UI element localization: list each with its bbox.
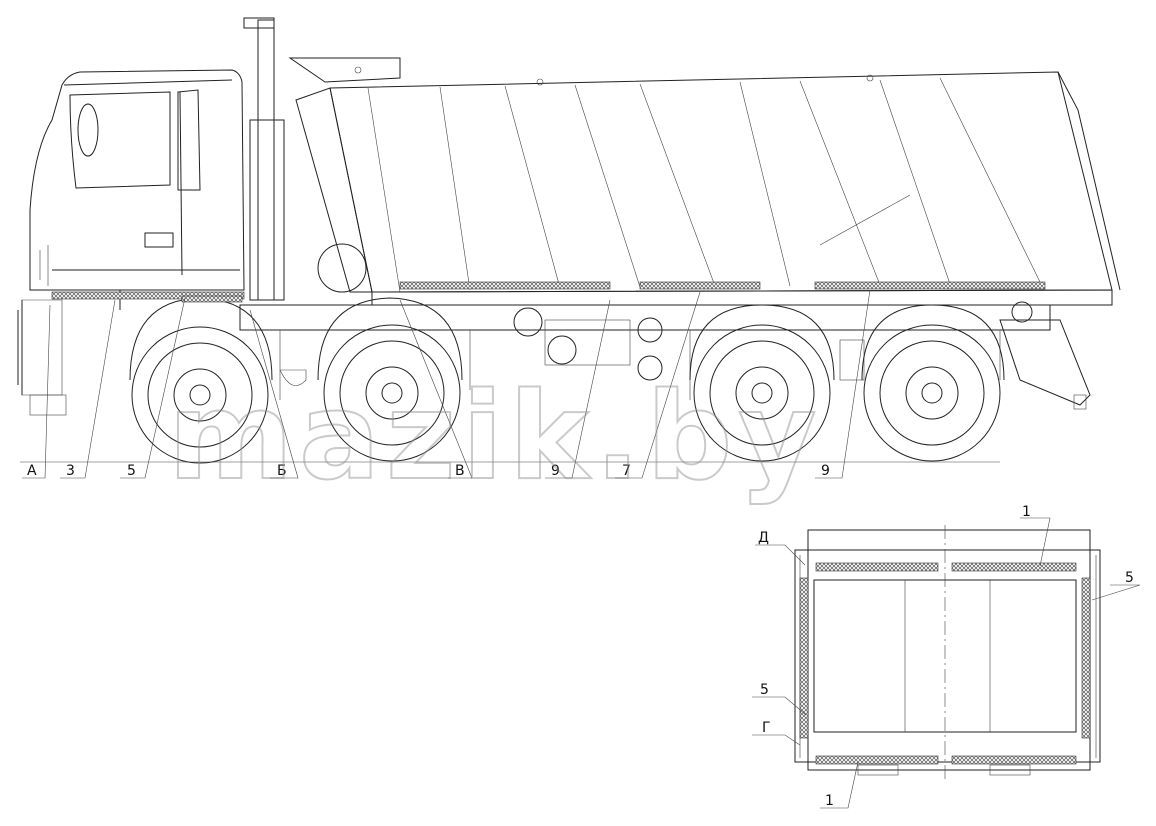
body-strip-2: [639, 281, 761, 290]
body-strip-3: [814, 281, 1046, 290]
wheel-3: [689, 304, 835, 462]
callout-5-left: 5: [760, 682, 769, 698]
side-view-callouts: А 3 5 Б В 9 7 9: [22, 289, 871, 479]
callout-5-right: 5: [1125, 570, 1134, 586]
watermark: mazik.by: [168, 368, 823, 507]
callout-a: А: [27, 463, 37, 479]
top-strip-lower-right: [951, 755, 1077, 765]
callout-b: Б: [277, 463, 287, 479]
callout-d: Д: [758, 530, 769, 546]
callout-7: 7: [622, 463, 631, 479]
dump-body: [288, 57, 1121, 306]
top-strip-left: [799, 577, 809, 739]
body-top-view: [794, 525, 1101, 780]
top-view-callouts: 1 Д 5 5 Г 1: [752, 504, 1141, 809]
callout-v: В: [455, 463, 465, 479]
air-tank: [317, 243, 367, 293]
top-strip-right: [1081, 577, 1091, 739]
cab: [17, 69, 245, 416]
cab-protective-strip: [51, 291, 245, 300]
callout-1-bottom: 1: [825, 793, 834, 809]
exhaust-pipe: [243, 17, 285, 301]
callout-5-side: 5: [127, 463, 136, 479]
top-strip-upper-right: [951, 562, 1077, 572]
callout-3: 3: [66, 463, 75, 479]
top-strip-lower-left: [815, 755, 939, 765]
wheel-4: [861, 304, 1005, 462]
callout-1-top: 1: [1022, 504, 1031, 520]
chassis-frame: [239, 301, 1091, 410]
callout-9-a: 9: [551, 463, 560, 479]
truck-side-view: [17, 17, 1121, 464]
callout-g: Г: [762, 720, 771, 736]
wheel-2: [317, 297, 463, 462]
top-strip-upper-left: [815, 562, 939, 572]
callout-9-b: 9: [821, 463, 830, 479]
fender-strip-1: [181, 295, 243, 303]
body-strip-1: [399, 281, 611, 290]
